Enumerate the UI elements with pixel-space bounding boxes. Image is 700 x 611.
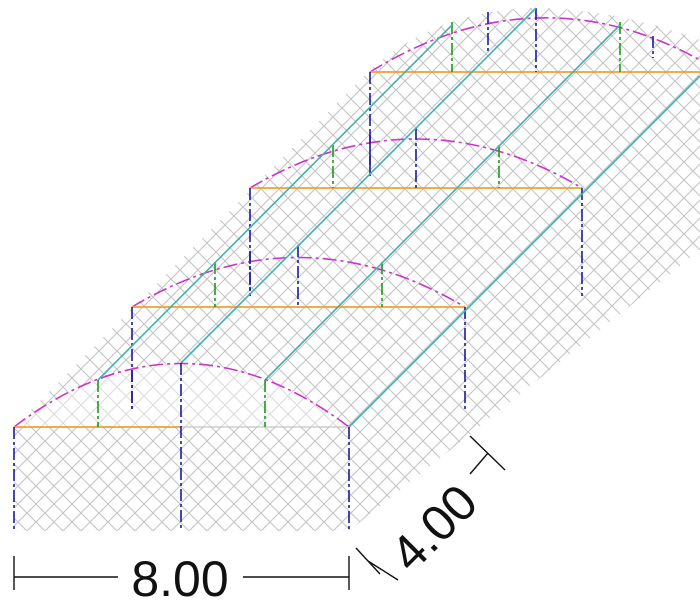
purlin-eave-right bbox=[348, 75, 700, 428]
depth-dimension-line-front bbox=[367, 560, 399, 581]
frame-3 bbox=[249, 128, 583, 296]
width-dimension-label: 8.00 bbox=[131, 551, 228, 607]
side-wall bbox=[349, 76, 700, 531]
depth-dimension-line-back bbox=[469, 452, 489, 475]
frame-1 bbox=[13, 362, 350, 531]
frame-2-arch bbox=[131, 256, 466, 308]
purlin-mid-left bbox=[97, 24, 453, 381]
roof-cover-surface bbox=[14, 8, 700, 427]
purlins bbox=[97, 7, 700, 428]
side-wall-surface bbox=[349, 76, 700, 531]
purlin-mid-right bbox=[264, 24, 621, 381]
width-dimension: 8.00 bbox=[13, 551, 350, 607]
roof-cover bbox=[14, 8, 700, 427]
purlin-ridge bbox=[180, 7, 537, 364]
